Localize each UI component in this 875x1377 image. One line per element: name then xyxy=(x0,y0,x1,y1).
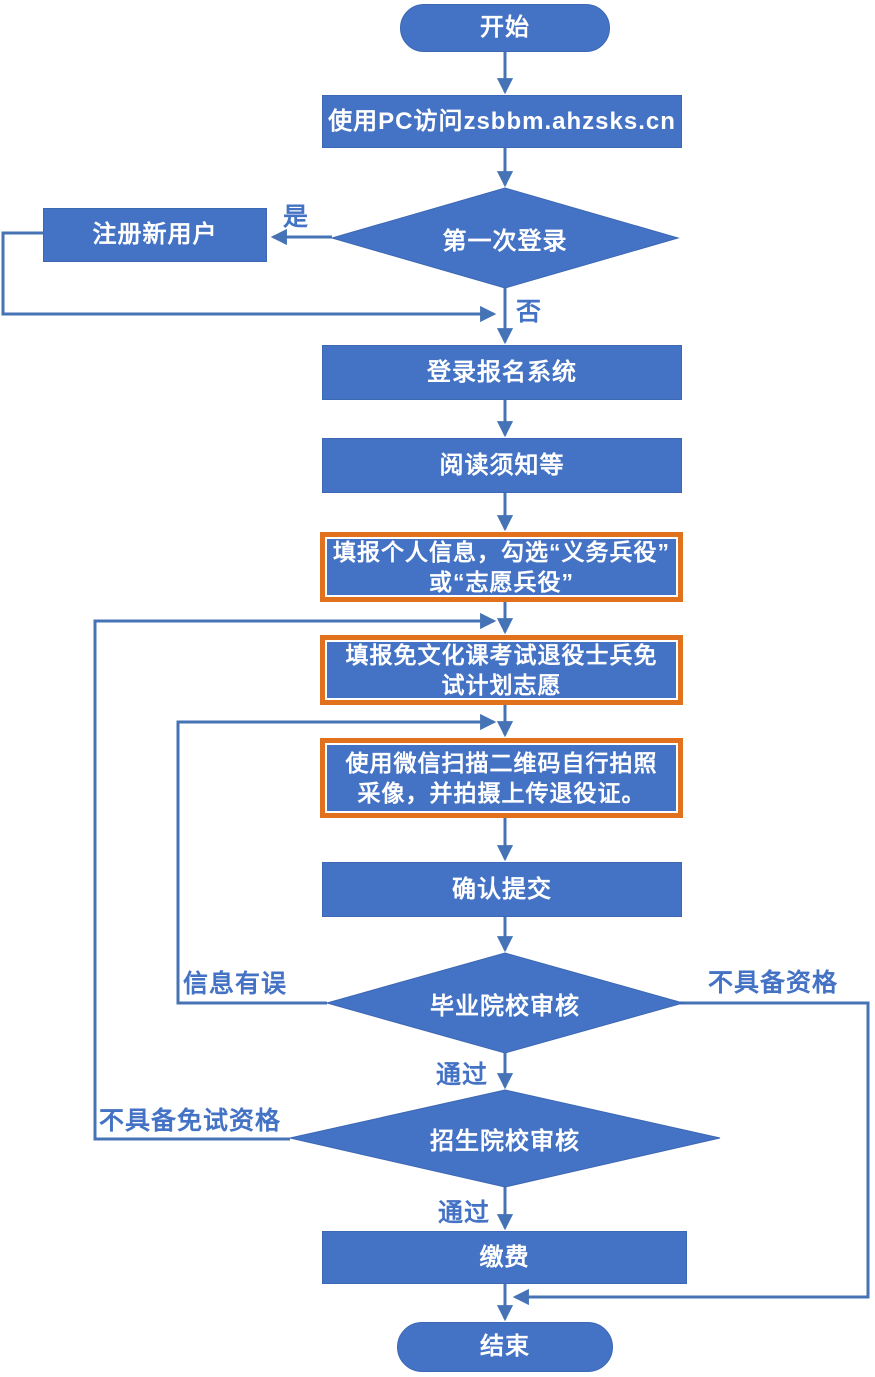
edge-label-not-qualified: 不具备资格 xyxy=(708,969,839,997)
decision-first-login-shape xyxy=(330,187,680,289)
edge-label-pass-2: 通过 xyxy=(438,1199,491,1227)
node-fill-exempt-plan: 填报免文化课考试退役士兵免 试计划志愿 xyxy=(320,635,683,705)
node-confirm-submit: 确认提交 xyxy=(322,862,682,917)
edge-label-no-exempt-qualification: 不具备免试资格 xyxy=(99,1107,282,1135)
edge-label-pass-1: 通过 xyxy=(436,1061,489,1089)
edge-infoerror-feedback xyxy=(176,713,497,1005)
node-read-notice: 阅读须知等 xyxy=(322,438,682,493)
node-wechat-capture: 使用微信扫描二维码自行拍照 采像，并拍摄上传退役证。 xyxy=(320,738,683,818)
edge-label-info-error: 信息有误 xyxy=(183,970,288,998)
node-fill-personal-info: 填报个人信息，勾选“义务兵役” 或“志愿兵役” xyxy=(320,532,683,602)
node-register: 注册新用户 xyxy=(43,208,267,262)
node-start: 开始 xyxy=(400,4,610,52)
node-pay-fee: 缴费 xyxy=(322,1231,687,1284)
edge-label-yes: 是 xyxy=(283,203,310,231)
edge-notqualified-to-end xyxy=(512,1001,870,1306)
node-login-system: 登录报名系统 xyxy=(322,345,682,400)
node-visit-site: 使用PC访问zsbbm.ahzsks.cn xyxy=(322,95,682,148)
decision-admission-review-shape xyxy=(289,1089,721,1188)
edge-noexempt-feedback xyxy=(93,612,497,1141)
decision-graduation-review-shape xyxy=(325,952,685,1054)
edge-register-loop xyxy=(1,231,497,323)
edge-label-no: 否 xyxy=(516,298,543,326)
node-end: 结束 xyxy=(397,1322,613,1372)
